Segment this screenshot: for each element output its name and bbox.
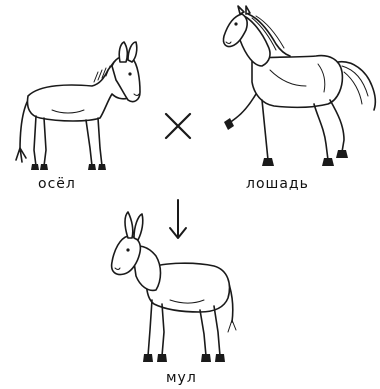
horse-illustration xyxy=(222,5,377,166)
label-donkey: осёл xyxy=(38,176,76,192)
down-arrow xyxy=(169,199,187,239)
donkey-illustration xyxy=(15,41,141,170)
mule-illustration xyxy=(110,211,237,362)
label-mule: мул xyxy=(166,370,197,386)
label-horse: лошадь xyxy=(246,176,309,192)
cross-symbol xyxy=(164,112,192,140)
